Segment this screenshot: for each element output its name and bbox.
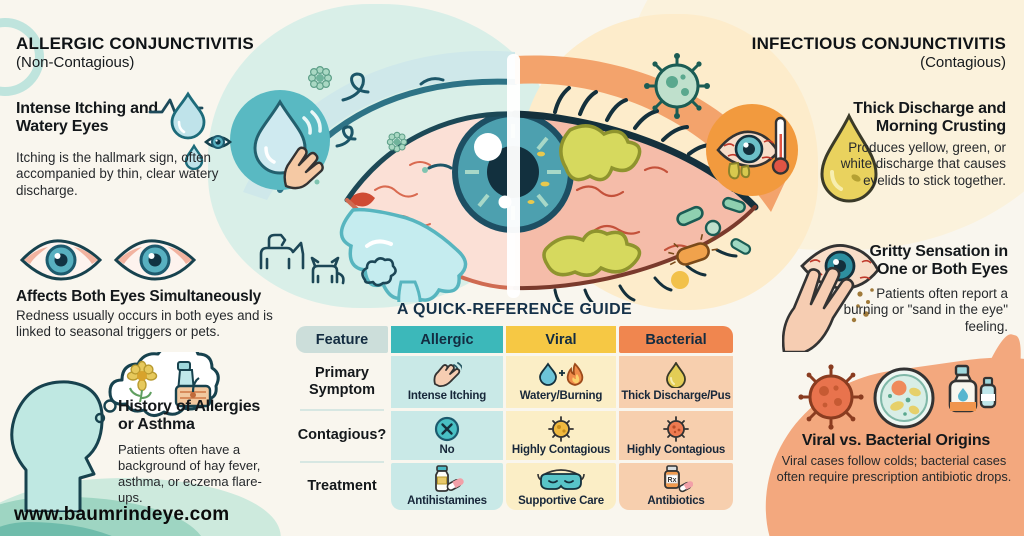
virus-teal-icon — [644, 53, 710, 119]
both-eyes-body: Redness usually occurs in both eyes and … — [16, 308, 273, 340]
table-title: A QUICK-REFERENCE GUIDE — [396, 301, 633, 318]
allergic-subtitle: (Non-Contagious) — [16, 54, 135, 72]
medicine-bottle-icon — [435, 464, 464, 492]
discharge-body: Produces yellow, green, or white dischar… — [840, 140, 1006, 188]
table-cell: Supportive Care — [506, 463, 616, 510]
itching-body: Itching is the hallmark sign, often acco… — [16, 150, 219, 198]
table-cell: Watery/Burning — [506, 356, 616, 408]
column-header-allergic: Allergic — [391, 326, 503, 353]
itchy-watery-badge-icon — [230, 90, 330, 190]
column-header-bacterial: Bacterial — [619, 326, 733, 353]
quick-reference-table: A QUICK-REFERENCE GUIDE Feature Allergic… — [296, 301, 733, 510]
column-header-feature: Feature — [296, 326, 388, 353]
table-cell: Rx Antibiotics — [619, 463, 733, 510]
origins-icons — [798, 364, 1002, 430]
water-flame-icon — [539, 362, 584, 386]
pollen-icon — [304, 66, 428, 185]
crusty-discharge — [542, 124, 642, 277]
virus-icon — [798, 364, 864, 430]
small-drop-icon — [184, 143, 204, 170]
cell-label: Thick Discharge/Pus — [621, 390, 731, 402]
pollen-clump-icon — [361, 257, 397, 287]
sleep-mask-icon — [537, 468, 585, 490]
table-cell: Antihistamines — [391, 463, 503, 510]
cell-label: Highly Contagious — [626, 443, 726, 456]
website-url[interactable]: www.baumrindeye.com — [14, 504, 230, 525]
row-label: Contagious? — [296, 411, 388, 463]
swirl-icon — [335, 72, 453, 170]
infectious-subtitle: (Contagious) — [920, 54, 1006, 72]
row-label: Treatment — [307, 478, 377, 495]
origins-body: Viral cases follow colds; bacterial case… — [776, 453, 1012, 484]
cell-label: Supportive Care — [518, 494, 604, 507]
table-cell: Intense Itching — [391, 356, 503, 408]
thick-drop-icon — [666, 362, 686, 388]
eye-drops-icon — [948, 364, 997, 413]
cat-icon — [310, 256, 345, 285]
rx-label: Rx — [668, 477, 677, 484]
sand-dots — [851, 288, 874, 323]
skin-patch-icon — [174, 377, 212, 408]
table-cell: Highly Contagious — [619, 411, 733, 460]
column-header-viral: Viral — [506, 326, 616, 353]
cell-label: Intense Itching — [407, 390, 487, 402]
infected-thermometer-badge-icon — [706, 104, 798, 196]
gritty-heading: Gritty Sensation in One or Both Eyes — [869, 243, 1009, 278]
both-eyes-icons — [18, 235, 198, 285]
corner-ring-decoration — [0, 18, 44, 96]
infectious-title-block: INFECTIOUS CONJUNCTIVITIS (Contagious) — [726, 34, 1006, 72]
cell-label: Antihistamines — [407, 494, 487, 507]
itching-hand-icon — [433, 362, 462, 388]
watery-discharge — [339, 207, 468, 302]
table-cell: No — [391, 411, 503, 460]
allergic-title-block: ALLERGIC CONJUNCTIVITIS (Non-Contagious) — [16, 34, 286, 72]
infectious-title: INFECTIOUS CONJUNCTIVITIS — [751, 34, 1006, 53]
row-label: Primary Symptom — [296, 356, 388, 411]
virus-yellow-icon — [548, 415, 574, 442]
cell-label: No — [439, 443, 455, 456]
eye-icon — [203, 135, 233, 149]
no-circle-icon — [434, 416, 460, 441]
discharge-heading: Thick Discharge and Morning Crusting — [853, 100, 1006, 135]
gritty-body: Patients often report a burning or "sand… — [843, 286, 1008, 334]
eye-icon — [19, 239, 103, 281]
tear-drop-icon — [148, 91, 233, 170]
history-body: Patients often have a background of hay … — [118, 442, 262, 505]
head-profile-icon — [10, 352, 220, 512]
dog-icon — [259, 233, 305, 270]
allergic-title: ALLERGIC CONJUNCTIVITIS — [16, 34, 254, 53]
table-cell: Thick Discharge/Pus — [619, 356, 733, 408]
virus-orange-icon — [663, 415, 689, 442]
cell-label: Highly Contagious — [511, 443, 611, 456]
flower-icon — [126, 360, 158, 403]
origins-heading: Viral vs. Bacterial Origins — [801, 432, 991, 449]
yellow-drop-icon — [820, 112, 878, 203]
rx-bottle-icon: Rx — [664, 464, 693, 492]
bacteria-icon — [668, 196, 752, 289]
both-eyes-heading: Affects Both Eyes Simultaneously — [16, 288, 262, 305]
hand-rub-eye-icon — [782, 244, 880, 352]
thought-bubble-icon — [108, 352, 220, 417]
table-cell: Highly Contagious — [506, 411, 616, 460]
itching-heading: Intense Itching and Watery Eyes — [16, 100, 158, 135]
cell-label: Watery/Burning — [519, 390, 603, 402]
eye-icon — [113, 239, 197, 281]
petri-dish-icon — [873, 367, 935, 429]
cell-label: Antibiotics — [647, 494, 705, 507]
history-heading: History of Allergies or Asthma — [118, 398, 261, 433]
